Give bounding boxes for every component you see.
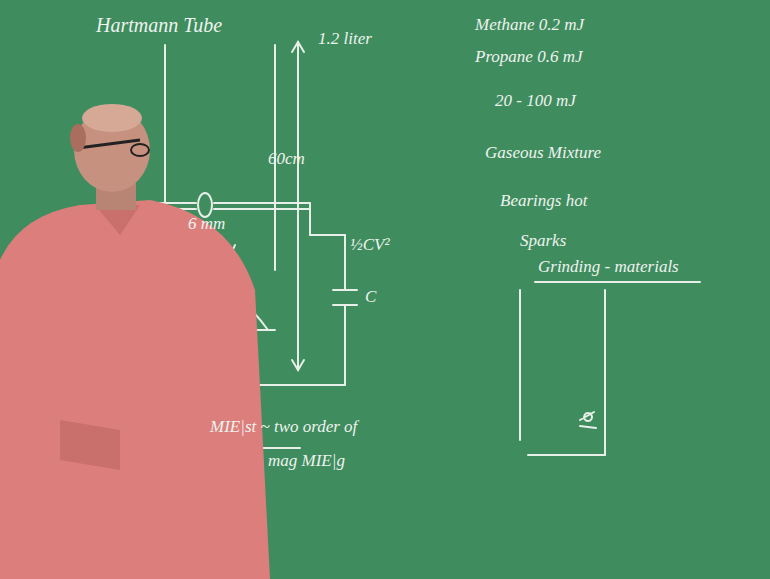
chalk-label: Sparks: [520, 232, 566, 251]
chalk-label: mag MIE|g: [268, 452, 345, 471]
chalk-label: 60cm: [268, 150, 305, 169]
chalk-label: Propane 0.6 mJ: [475, 48, 583, 67]
chalk-label: Grinding - materials: [538, 258, 679, 277]
chalk-label: 1.2 liter: [318, 30, 372, 49]
chalk-label: MIE|st ~ two order of: [210, 418, 357, 437]
chalk-label: ½CV²: [350, 236, 390, 255]
board-title: Hartmann Tube: [96, 14, 222, 36]
chalk-label: 6 mm: [188, 215, 225, 234]
chalk-label: Gaseous Mixture: [485, 144, 601, 163]
chalk-label: Bearings hot: [500, 192, 587, 211]
chalk-label: C: [365, 288, 376, 307]
chalk-label: 20 - 100 mJ: [495, 92, 576, 111]
lecturer-figure: [0, 104, 270, 579]
chalk-label: Methane 0.2 mJ: [475, 16, 584, 35]
